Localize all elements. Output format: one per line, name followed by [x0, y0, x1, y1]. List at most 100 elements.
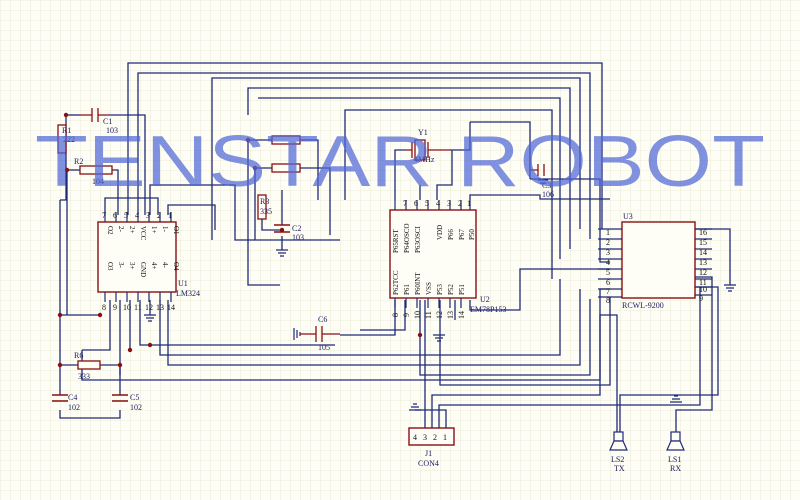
j1-value: CON4 [418, 459, 439, 468]
y1-value: 4MHz [414, 155, 435, 164]
c5-value: 102 [130, 403, 142, 412]
j1-pin-numbers: 4 3 2 1 [413, 433, 447, 442]
u1-pin-name: O1 [172, 226, 180, 235]
u1-pin-name: O2 [106, 226, 114, 235]
r2-ref: R2 [74, 157, 83, 166]
u1-pin-number: 13 [156, 303, 164, 312]
u2-pin-name: P66 [447, 229, 455, 240]
u1-pin-name: VCC [139, 226, 147, 241]
capacitor-c3: C3 106 [530, 164, 554, 199]
capacitor-c5: C5 102 [112, 393, 142, 412]
u1-pin-number: 10 [123, 303, 131, 312]
capacitor-c1: C1 103 [80, 108, 118, 135]
u3-pin-number: 2 [606, 238, 610, 247]
j1-pin-number: 2 [433, 433, 437, 442]
u3-pin-number: 1 [606, 228, 610, 237]
c1-ref: C1 [103, 117, 112, 126]
u2-pin-number: 8 [391, 313, 400, 317]
watermark: TENSTAR ROBOT [35, 122, 765, 202]
u1-pin-number: 8 [102, 303, 106, 312]
wires [59, 62, 731, 432]
u3-pin-number: 10 [699, 285, 707, 294]
r3-ref: R3 [260, 197, 269, 206]
u3-pin-number: 5 [606, 268, 610, 277]
u2-pin-number: 2 [458, 199, 462, 208]
u2-pin-number: 1 [467, 199, 471, 208]
u2-pin-name: P52 [447, 284, 455, 295]
u1-value: LM324 [176, 289, 200, 298]
u3-pin-number: 3 [606, 248, 610, 257]
connector-j1: 4 3 2 1 J1 CON4 [408, 427, 455, 468]
u1-pin-number: 3 [146, 211, 150, 220]
speaker-ls1: LS1 RX [666, 431, 685, 473]
u2-pin-name: P51 [458, 284, 466, 295]
u3-pin-number: 11 [699, 278, 707, 287]
u3-pin-number: 7 [606, 287, 610, 296]
u1-pin-number: 2 [157, 211, 161, 220]
u2-pin-name: P67 [458, 229, 466, 240]
u1-pin-name: 2+ [128, 226, 136, 234]
u1-pin-name: 2- [117, 226, 125, 233]
capacitor-c2: C2 103 [274, 224, 304, 242]
c6-ref: C6 [318, 315, 327, 324]
r1-value: 222 [63, 135, 75, 144]
u1-pin-name: 3+ [128, 262, 136, 270]
u2-value: EM78P153 [470, 305, 506, 314]
u2-pin-name: P65RST [392, 229, 400, 253]
u2-pin-lines [394, 200, 471, 308]
u2-pin-number: 11 [424, 311, 433, 319]
crystal-y1: Y1 4MHz [405, 128, 452, 164]
u1-pin-number: 1 [168, 211, 172, 220]
c6-value: 105 [318, 343, 330, 352]
r3-value: 335 [260, 207, 272, 216]
u2-top-pin-names: P65RST P64OSCO P63OSCI VDD P66 P67 P50 [392, 223, 476, 253]
u1-pin-name: GND [139, 262, 147, 277]
u1-pin-number: 6 [113, 211, 117, 220]
r2-value: 104 [92, 177, 104, 186]
u3-pin-number: 8 [606, 296, 610, 305]
u1-pin-name: 1- [161, 226, 169, 233]
u3-left-pin-numbers: 1 2 3 4 5 6 7 8 [606, 228, 610, 305]
u3-ref: U3 [623, 212, 633, 221]
u1-pin-name: 3- [117, 262, 125, 269]
u1-pin-lines [104, 212, 172, 302]
u2-pin-number: 14 [457, 311, 466, 319]
u3-pin-number: 6 [606, 278, 610, 287]
j1-pin-number: 3 [423, 433, 427, 442]
capacitor-c4: C4 102 [52, 393, 80, 412]
u2-pin-number: 10 [413, 311, 422, 319]
c5-ref: C5 [130, 393, 139, 402]
u2-pin-number: 9 [402, 313, 411, 317]
u1-pin-name: 4- [161, 262, 169, 269]
u1-pin-name: O4 [172, 262, 180, 271]
ls2-ref: LS2 [611, 455, 624, 464]
ground-symbols [144, 179, 736, 411]
ls1-value: RX [670, 464, 681, 473]
u1-pin-number: 9 [113, 303, 117, 312]
c2-value: 103 [292, 233, 304, 242]
chip-u1: 7 6 5 4 3 2 1 O2 2- 2+ VCC 1+ 1- O1 O3 3… [97, 211, 200, 312]
junctions [57, 112, 423, 368]
u1-pin-number: 14 [167, 303, 175, 312]
c3-value: 106 [542, 190, 554, 199]
resistor-pair [271, 135, 301, 173]
r6-value: 333 [78, 372, 90, 381]
j1-ref: J1 [425, 449, 432, 458]
u2-bottom-pin-numbers: 8 9 10 11 12 13 14 [391, 311, 466, 319]
u2-pin-name: VDD [436, 225, 444, 240]
u3-pin-number: 12 [699, 268, 707, 277]
u1-pin-number: 12 [145, 303, 153, 312]
c4-ref: C4 [68, 393, 77, 402]
capacitor-c6: C6 105 [300, 315, 340, 352]
u2-pin-name: P61 [403, 284, 411, 295]
u1-pin-number: 7 [102, 211, 106, 220]
u3-value: RCWL-9200 [622, 301, 664, 310]
u2-pin-name: VSS [425, 282, 433, 295]
u1-ref: U1 [178, 279, 188, 288]
u2-pin-number: 7 [403, 199, 407, 208]
u2-pin-name: P64OSCO [403, 223, 411, 253]
u2-pin-number: 12 [435, 311, 444, 319]
u2-pin-name: P50 [468, 229, 476, 240]
u1-pin-name: 1+ [150, 226, 158, 234]
c4-value: 102 [68, 403, 80, 412]
